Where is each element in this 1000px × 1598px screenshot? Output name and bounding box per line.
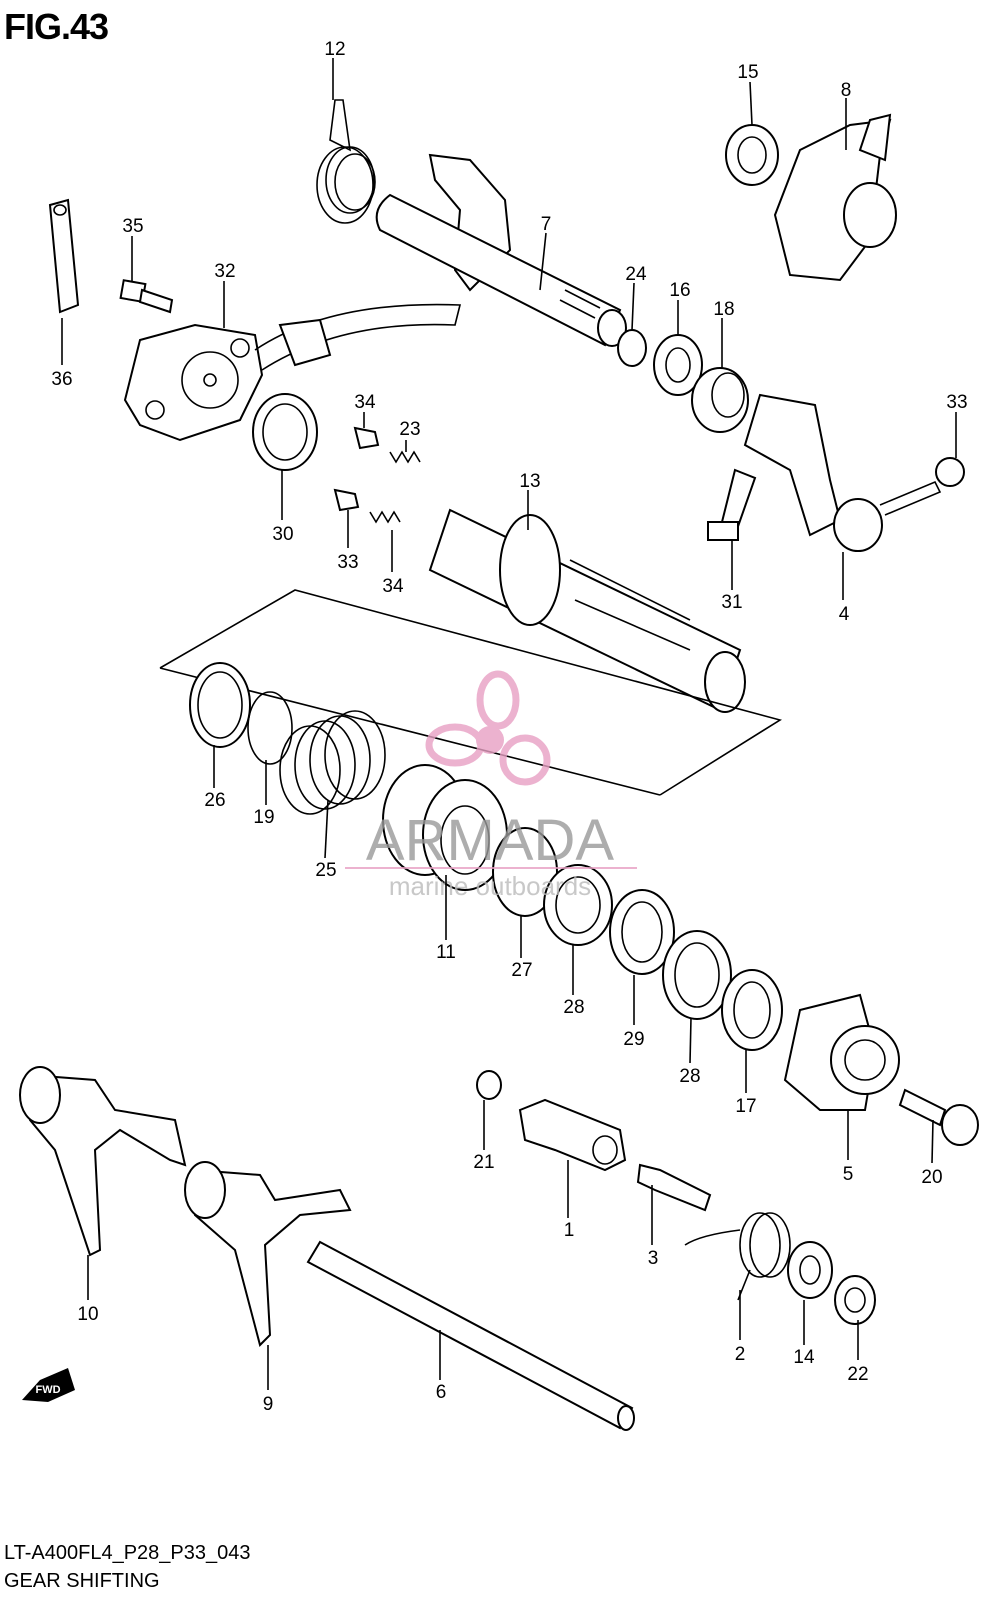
part-19-circlip <box>247 691 293 765</box>
callout-12: 12 <box>324 39 345 60</box>
part-15-bearing <box>725 124 779 186</box>
part-28b-washer <box>662 930 732 1020</box>
part-1-stopper-arm <box>518 1098 627 1172</box>
callout-11: 11 <box>436 942 456 963</box>
part-31-bolt <box>707 468 757 541</box>
watermark-brand: ARMADA <box>366 808 614 873</box>
callout-27: 27 <box>511 960 532 981</box>
part-6-fork-shaft <box>306 1240 635 1431</box>
callout-18: 18 <box>713 299 734 320</box>
callout-3: 3 <box>648 1248 659 1269</box>
part-8-shift-gear <box>773 113 897 282</box>
callout-7: 7 <box>541 214 552 235</box>
part-9-shift-fork <box>184 1161 352 1347</box>
fwd-label: FWD <box>35 1384 60 1396</box>
callout-25: 25 <box>315 860 336 881</box>
callout-16: 16 <box>669 280 690 301</box>
fwd-direction-badge: FWD <box>22 1368 75 1402</box>
callout-30: 30 <box>272 524 293 545</box>
callout-29: 29 <box>623 1029 644 1050</box>
callout-23: 23 <box>399 419 420 440</box>
part-23-nut <box>935 457 965 487</box>
callout-33b: 33 <box>337 552 358 573</box>
leader-lines <box>61 58 957 1390</box>
part-11-cam <box>382 764 508 891</box>
callout-2: 2 <box>735 1344 746 1365</box>
callout-32: 32 <box>214 261 235 282</box>
callout-17: 17 <box>735 1096 756 1117</box>
callout-28a: 28 <box>563 997 584 1018</box>
part-3-bolt <box>636 1163 712 1212</box>
part-5-gear-plate <box>783 993 900 1111</box>
callout-5: 5 <box>843 1164 854 1185</box>
part-4-lever <box>743 393 942 552</box>
callout-numbers: 12 15 8 35 32 7 24 16 18 36 33 34 23 13 … <box>51 39 967 1415</box>
part-27-circlip <box>492 827 558 917</box>
part-36-bracket <box>48 198 80 314</box>
part-21-washer <box>476 1070 502 1100</box>
part-13-shift-drum <box>428 508 746 713</box>
part-26-washer <box>189 662 251 748</box>
callout-34b: 34 <box>382 576 404 597</box>
part-12-spring <box>316 99 376 224</box>
part-25-spring <box>279 710 386 815</box>
callout-19: 19 <box>253 807 274 828</box>
part-20-bolt <box>898 1088 979 1146</box>
part-28-washer <box>543 864 613 946</box>
part-33-pins <box>333 426 380 512</box>
callout-9: 9 <box>263 1394 274 1415</box>
part-14-washer <box>787 1241 833 1299</box>
callout-4: 4 <box>839 604 850 625</box>
watermark-tagline: marine outboards <box>389 871 591 901</box>
callout-6: 6 <box>436 1382 447 1403</box>
callout-34a: 34 <box>354 392 376 413</box>
callout-28b: 28 <box>679 1066 700 1087</box>
callout-8: 8 <box>841 80 852 101</box>
part-10-shift-fork <box>19 1066 187 1257</box>
diagram-code: LT-A400FL4_P28_P33_043 <box>4 1542 251 1564</box>
part-29-bearing <box>609 889 675 975</box>
callout-10: 10 <box>77 1304 98 1325</box>
part-35-bolt <box>119 279 174 314</box>
part-17-washer <box>721 969 783 1051</box>
callout-13: 13 <box>519 471 540 492</box>
callout-20: 20 <box>921 1167 942 1188</box>
callout-14: 14 <box>793 1347 815 1368</box>
callout-21: 21 <box>473 1152 494 1173</box>
watermark: ARMADA marine outboards <box>345 670 637 901</box>
diagram-caption: GEAR SHIFTING <box>4 1570 160 1592</box>
callout-24: 24 <box>625 264 647 285</box>
part-32-switch <box>123 303 462 442</box>
callout-33a: 33 <box>946 392 967 413</box>
part-34-springs <box>369 450 421 524</box>
callout-1: 1 <box>564 1220 575 1241</box>
callout-36: 36 <box>51 369 72 390</box>
callout-22: 22 <box>847 1364 868 1385</box>
part-2-spring <box>684 1212 791 1301</box>
callout-15: 15 <box>737 62 758 83</box>
callout-35: 35 <box>122 216 143 237</box>
figure-title: FIG.43 <box>4 6 109 47</box>
callout-26: 26 <box>204 790 225 811</box>
part-18-bearing <box>691 367 749 433</box>
part-24-circlip <box>617 329 647 367</box>
part-7-shift-shaft <box>375 153 627 347</box>
callout-31: 31 <box>721 592 742 613</box>
part-22-nut <box>834 1275 876 1325</box>
